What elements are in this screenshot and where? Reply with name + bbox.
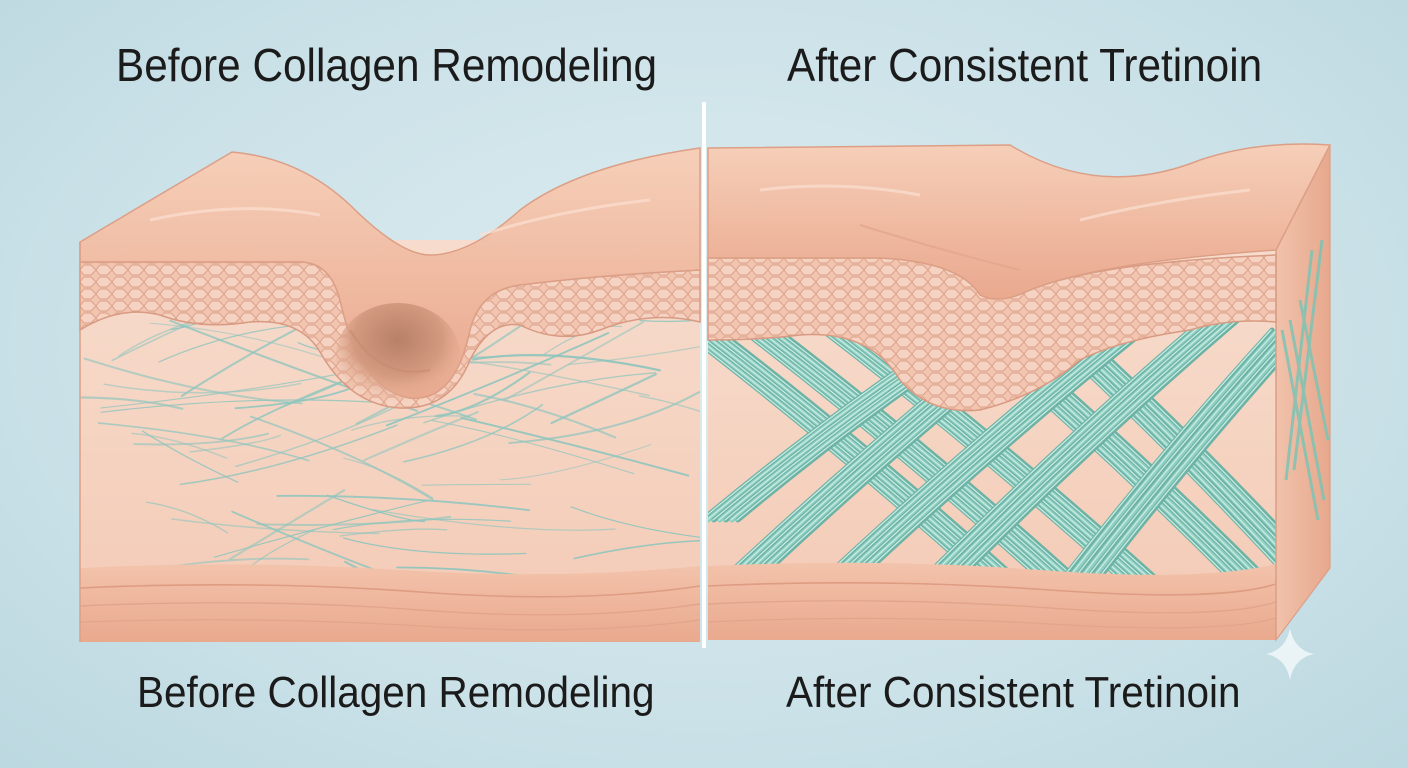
before-skin-block	[79, 147, 701, 642]
collagen-bundle-highlight	[1060, 329, 1272, 578]
thin-collagen-fiber	[570, 506, 700, 545]
collagen-bundle-strand	[1089, 327, 1276, 578]
collagen-bundle-strand	[919, 317, 1205, 578]
thin-collagen-fiber	[276, 494, 530, 512]
after-side-fibers	[1280, 239, 1330, 521]
collagen-bundle-strand	[925, 317, 1211, 578]
thin-collagen-fiber	[639, 300, 700, 323]
collagen-bundle-highlight	[1078, 329, 1276, 578]
thin-collagen-fiber	[145, 501, 229, 534]
after-panel-label: After Consistent Tretinoin	[786, 668, 1241, 717]
collagen-bundle-highlight	[844, 319, 1146, 578]
collagen-bundle-strand	[1095, 327, 1276, 578]
thin-collagen-fiber	[372, 509, 616, 531]
after-panel-title: After Consistent Tretinoin	[787, 39, 1263, 91]
thin-collagen-fiber	[97, 422, 310, 462]
collagen-bundle-strand	[949, 317, 1235, 578]
thin-collagen-fiber	[171, 518, 380, 535]
collagen-bundle-highlight	[1084, 329, 1276, 578]
thin-collagen-fiber	[103, 382, 302, 394]
thin-collagen-fiber	[100, 399, 390, 413]
thin-collagen-fiber	[231, 510, 472, 580]
collagen-bundle-highlight	[708, 329, 982, 578]
thin-collagen-fiber	[386, 332, 610, 427]
collagen-bundle-highlight	[770, 329, 1072, 578]
thin-collagen-fiber	[573, 539, 700, 560]
before-scar-pit	[336, 303, 460, 407]
thin-collagen-fiber	[567, 338, 700, 366]
thin-collagen-fiber	[421, 483, 531, 486]
after-skin-block	[707, 143, 1332, 642]
thin-collagen-fiber	[326, 494, 426, 523]
collagen-bundle-highlight	[1072, 329, 1276, 578]
collagen-bundle-strand	[943, 317, 1229, 578]
thin-collagen-fiber	[189, 434, 282, 453]
collagen-bundle-strand	[931, 317, 1217, 578]
thin-collagen-fiber	[403, 403, 544, 463]
collagen-bundle-highlight	[956, 319, 1238, 578]
collagen-bundle-highlight	[776, 329, 1078, 578]
thin-collagen-fiber	[179, 424, 398, 486]
collagen-bundle-highlight	[1090, 329, 1276, 578]
thin-collagen-fiber	[343, 537, 527, 555]
collagen-bundle-highlight	[708, 329, 988, 578]
collagen-bundle-strand	[955, 317, 1241, 578]
thin-collagen-fiber	[473, 392, 617, 439]
thin-collagen-fiber	[350, 415, 470, 431]
thin-collagen-fiber	[249, 415, 434, 501]
thin-collagen-fiber	[550, 373, 657, 425]
collagen-bundle-highlight	[950, 319, 1232, 578]
collagen-bundle-highlight	[1096, 329, 1276, 578]
before-panel-title: Before Collagen Remodeling	[116, 39, 658, 91]
before-subcutis	[80, 564, 700, 642]
thin-collagen-fiber	[80, 396, 184, 410]
thin-collagen-fiber	[638, 395, 700, 474]
thin-collagen-fiber	[234, 386, 354, 410]
collagen-bundle-highlight	[938, 319, 1220, 578]
collagen-bundle-highlight	[708, 329, 994, 578]
collagen-bundle-highlight	[944, 319, 1226, 578]
collagen-bundle-highlight	[926, 319, 1208, 578]
collagen-bundle-strand	[1071, 327, 1276, 578]
thin-collagen-fiber	[213, 499, 430, 558]
collagen-bundle-highlight	[850, 319, 1152, 578]
thin-collagen-fiber	[499, 444, 652, 481]
thin-collagen-fiber	[508, 387, 700, 445]
thin-collagen-fiber	[503, 321, 644, 401]
thin-collagen-fiber	[171, 557, 310, 568]
after-skin-surface	[707, 143, 1332, 300]
collagen-bundle-highlight	[758, 329, 1060, 578]
thin-collagen-fiber	[133, 432, 270, 446]
collagen-bundle-strand	[1059, 327, 1275, 578]
collagen-bundle-strand	[1083, 327, 1276, 578]
thin-collagen-fiber	[339, 528, 448, 537]
collagen-bundle-strand	[1065, 327, 1276, 578]
collagen-bundle-highlight	[856, 319, 1158, 578]
thin-collagen-fiber	[131, 432, 228, 459]
thin-collagen-fiber	[363, 411, 479, 462]
collagen-bundle-highlight	[932, 319, 1214, 578]
collagen-bundle-highlight	[920, 319, 1202, 578]
thin-collagen-fiber	[83, 357, 303, 405]
thin-collagen-fiber	[435, 371, 531, 418]
before-panel-label: Before Collagen Remodeling	[137, 668, 655, 717]
collagen-bundle-highlight	[764, 329, 1066, 578]
collagen-bundle-strand	[937, 317, 1223, 578]
sparkle-icon	[1266, 628, 1314, 680]
collagen-bundle-highlight	[1066, 329, 1276, 578]
collagen-bundle-strand	[1077, 327, 1276, 578]
thin-collagen-fiber	[460, 416, 690, 477]
